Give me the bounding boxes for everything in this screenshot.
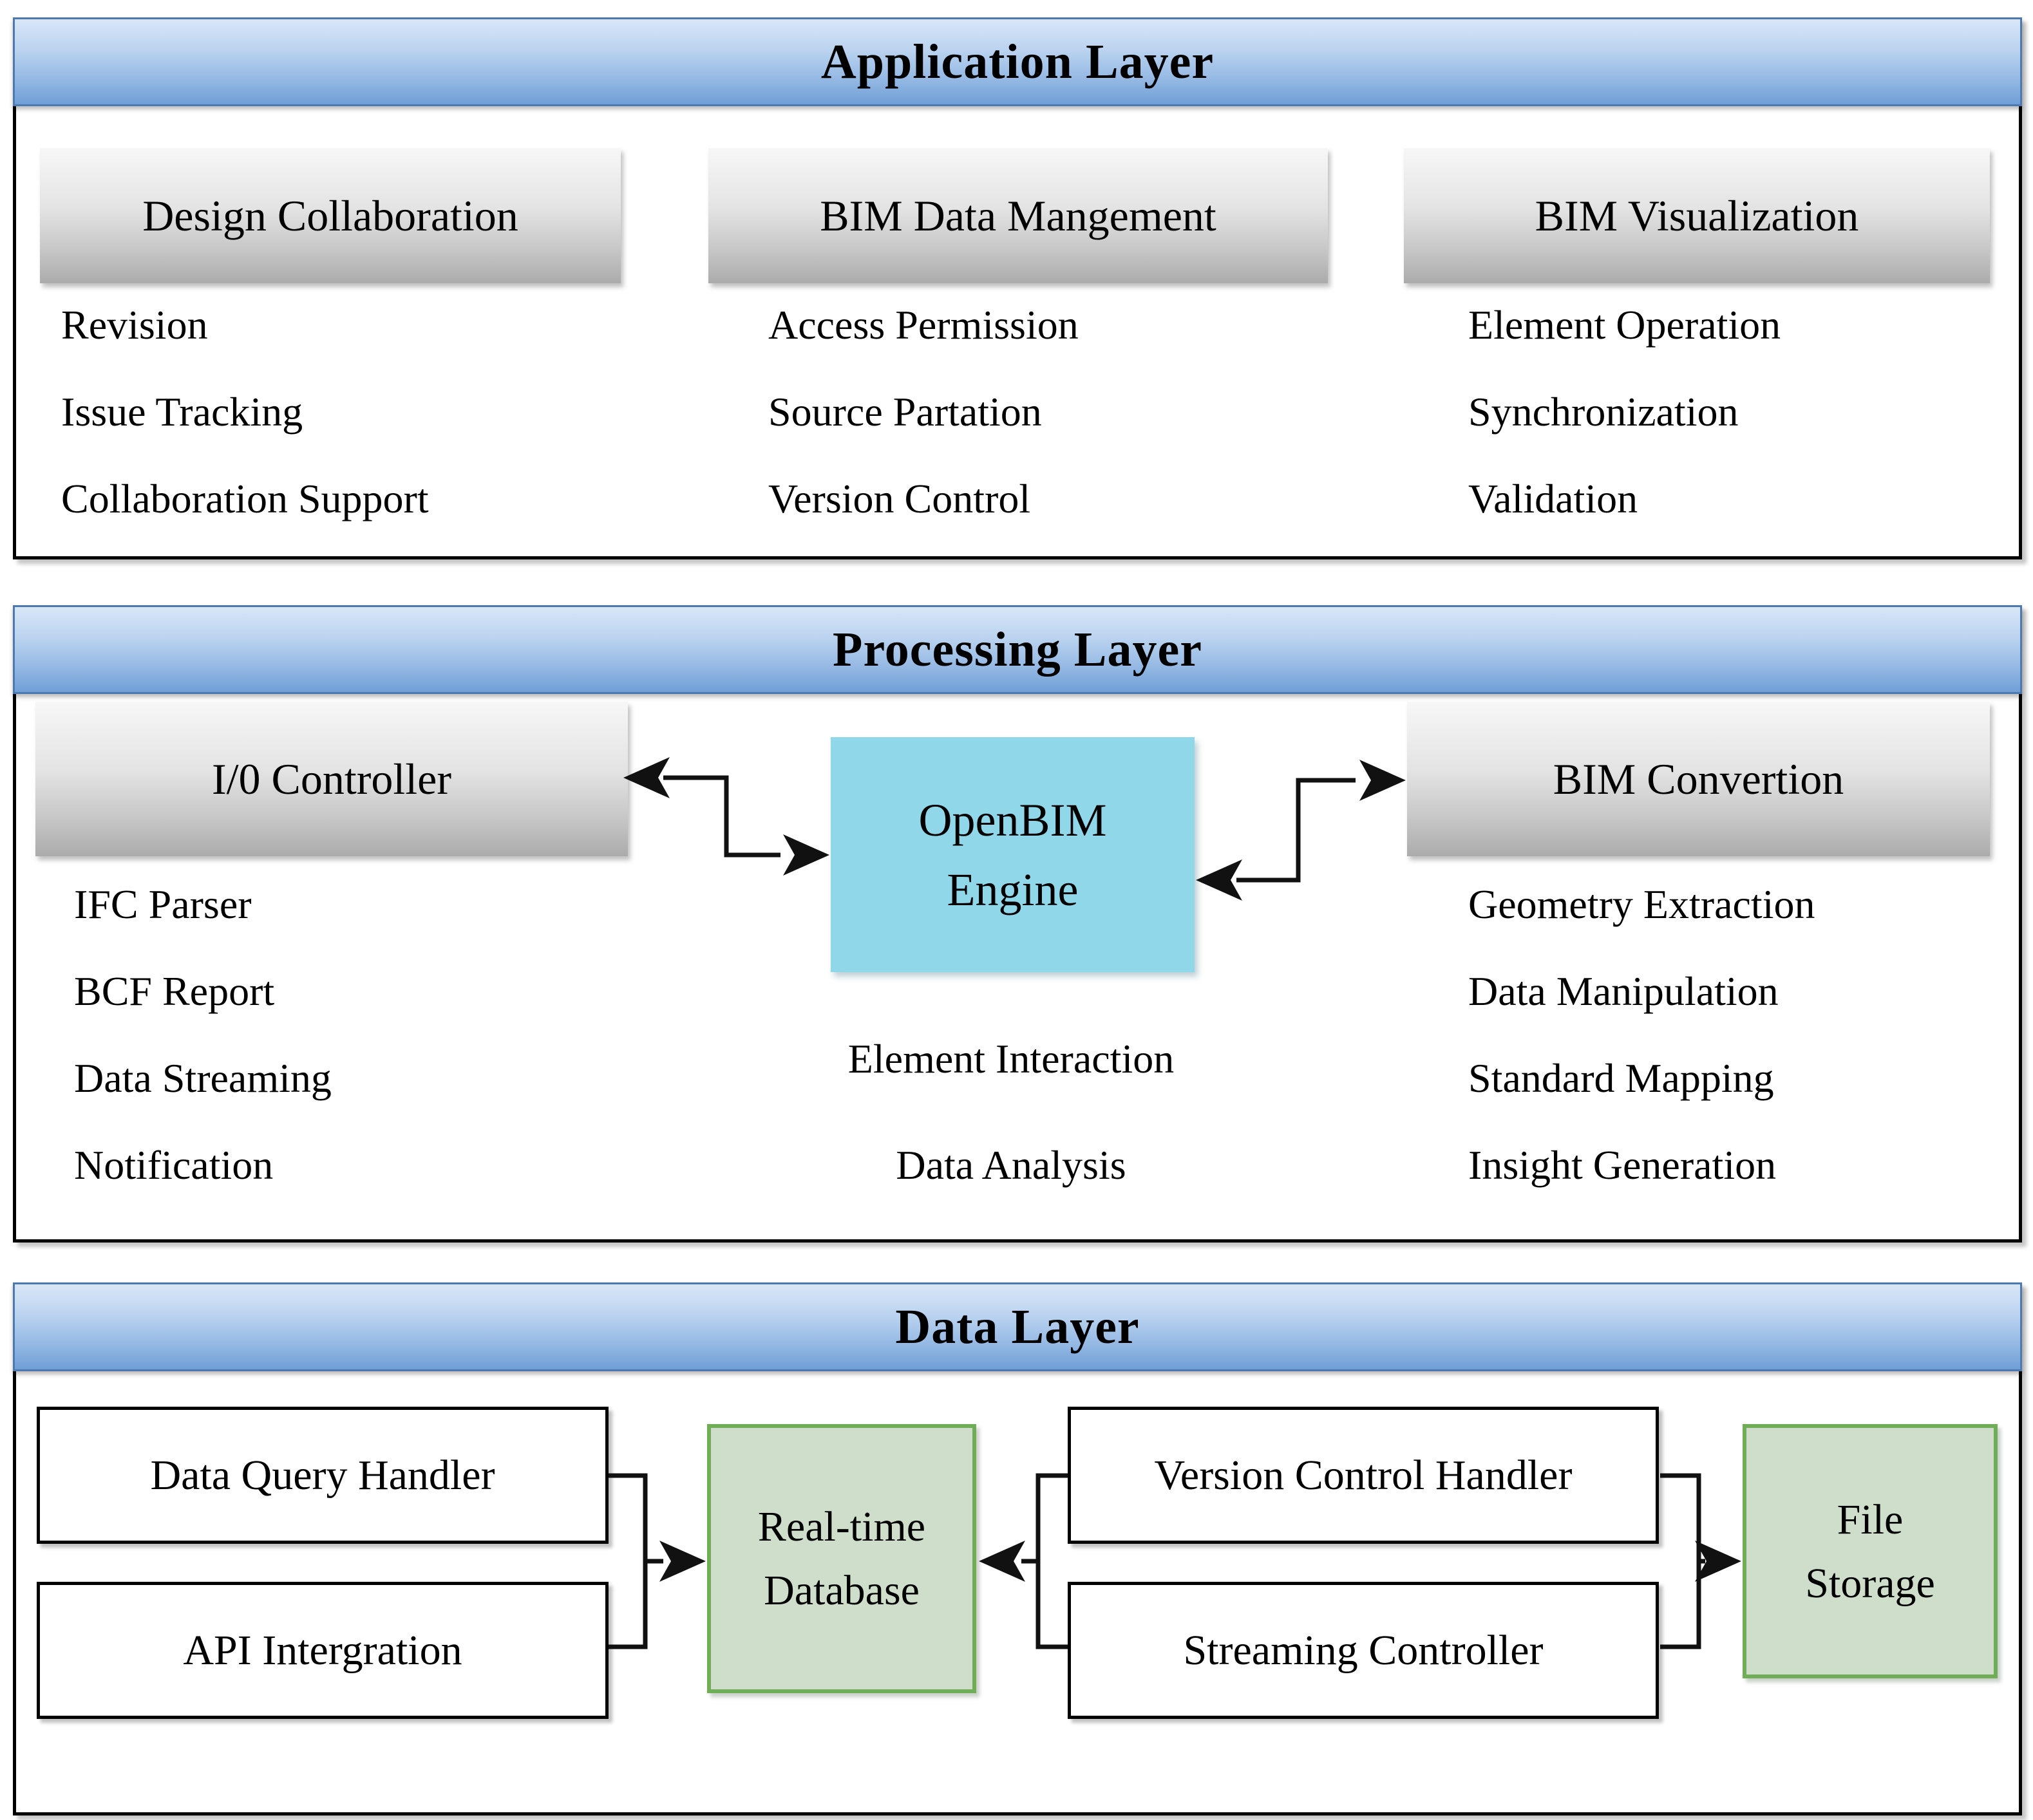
application-layer-title: Application Layer bbox=[820, 34, 1215, 89]
io-controller-title: I/0 Controller bbox=[211, 754, 452, 803]
file-storage-label: File Storage bbox=[1805, 1496, 1935, 1607]
openbim-engine-box: OpenBIM Engine bbox=[831, 737, 1195, 972]
realtime-database-label: Real-time Database bbox=[757, 1503, 926, 1614]
application-layer-header: Application Layer bbox=[13, 17, 2022, 106]
bim-visualization-title: BIM Visualization bbox=[1535, 191, 1859, 240]
proc-item-bcf-report: BCF Report bbox=[74, 968, 275, 1014]
proc-item-standard-mapping: Standard Mapping bbox=[1468, 1055, 1774, 1101]
app-item-version-control: Version Control bbox=[768, 476, 1031, 521]
proc-item-data-streaming: Data Streaming bbox=[74, 1055, 332, 1101]
app-item-issue-tracking: Issue Tracking bbox=[61, 389, 303, 435]
bim-visualization-box: BIM Visualization bbox=[1404, 148, 1990, 283]
version-control-handler-box: Version Control Handler bbox=[1068, 1407, 1659, 1544]
proc-item-data-manipulation: Data Manipulation bbox=[1468, 968, 1779, 1014]
data-layer-header: Data Layer bbox=[13, 1282, 2022, 1371]
processing-layer-title: Processing Layer bbox=[833, 622, 1202, 677]
realtime-database-box: Real-time Database bbox=[707, 1424, 976, 1693]
data-query-handler-label: Data Query Handler bbox=[150, 1451, 495, 1499]
bim-convertion-box: BIM Convertion bbox=[1407, 702, 1990, 856]
streaming-controller-box: Streaming Controller bbox=[1068, 1582, 1659, 1719]
app-item-revision: Revision bbox=[61, 302, 208, 348]
processing-layer-header: Processing Layer bbox=[13, 605, 2022, 694]
file-storage-box: File Storage bbox=[1743, 1424, 1998, 1678]
app-item-collaboration-support: Collaboration Support bbox=[61, 476, 429, 521]
app-item-synchronization: Synchronization bbox=[1468, 389, 1739, 435]
proc-item-data-analysis: Data Analysis bbox=[896, 1142, 1126, 1188]
streaming-controller-label: Streaming Controller bbox=[1183, 1626, 1544, 1674]
design-collaboration-box: Design Collaboration bbox=[40, 148, 621, 283]
io-controller-box: I/0 Controller bbox=[35, 702, 628, 856]
bim-data-mangement-title: BIM Data Mangement bbox=[820, 191, 1216, 240]
app-item-source-partation: Source Partation bbox=[768, 389, 1042, 435]
api-intergration-box: API Intergration bbox=[37, 1582, 609, 1719]
version-control-handler-label: Version Control Handler bbox=[1154, 1451, 1573, 1499]
proc-item-element-interaction: Element Interaction bbox=[847, 1036, 1175, 1082]
data-query-handler-box: Data Query Handler bbox=[37, 1407, 609, 1544]
bim-convertion-title: BIM Convertion bbox=[1553, 754, 1844, 803]
app-item-element-operation: Element Operation bbox=[1468, 302, 1781, 348]
openbim-engine-title: OpenBIM Engine bbox=[918, 794, 1107, 915]
proc-item-insight-generation: Insight Generation bbox=[1468, 1142, 1777, 1188]
application-layer-section bbox=[13, 17, 2022, 559]
api-intergration-label: API Intergration bbox=[183, 1626, 462, 1674]
app-item-access-permission: Access Permission bbox=[768, 302, 1079, 348]
proc-item-geometry-extraction: Geometry Extraction bbox=[1468, 881, 1815, 927]
proc-item-ifc-parser: IFC Parser bbox=[74, 881, 252, 927]
app-item-validation: Validation bbox=[1468, 476, 1638, 521]
design-collaboration-title: Design Collaboration bbox=[142, 191, 518, 240]
data-layer-title: Data Layer bbox=[895, 1299, 1140, 1354]
proc-item-notification: Notification bbox=[74, 1142, 274, 1188]
bim-data-mangement-box: BIM Data Mangement bbox=[708, 148, 1328, 283]
